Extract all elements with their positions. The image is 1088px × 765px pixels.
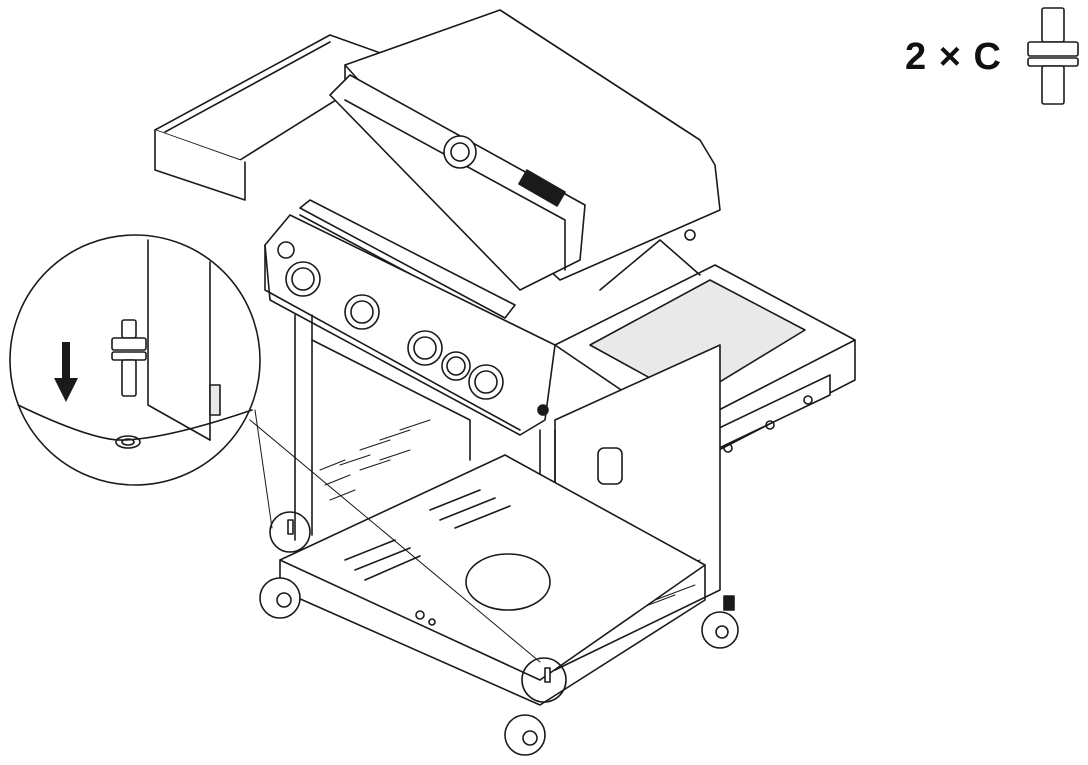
grill-lid: [329, 9, 721, 291]
brand-plate: [518, 169, 566, 207]
thermometer-icon: [443, 135, 477, 169]
control-knob: [407, 330, 443, 366]
igniter-button: [277, 241, 295, 259]
control-knob: [344, 294, 380, 330]
control-knob: [285, 261, 321, 297]
control-knob: [468, 364, 504, 400]
arrow-down-icon: [54, 342, 78, 402]
part-quantity-label: 2 × C: [905, 36, 1002, 78]
detail-magnifier: [9, 234, 261, 486]
callout-target-circles: [249, 409, 567, 703]
stud-pin-icon: [1027, 7, 1079, 105]
control-knob: [441, 351, 471, 381]
cart-frame: [279, 314, 721, 706]
control-panel: [264, 214, 556, 436]
tank-hole: [465, 553, 551, 611]
caster-wheels: [259, 577, 739, 756]
